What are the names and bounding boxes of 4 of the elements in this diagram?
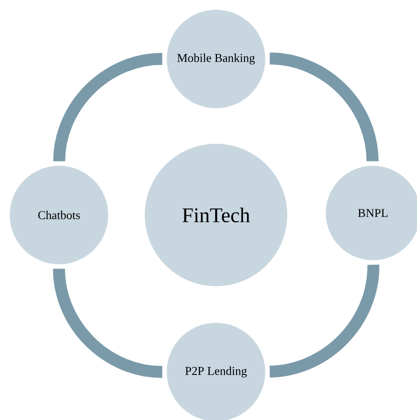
ring-arc <box>53 268 163 378</box>
ring-arc <box>269 52 379 162</box>
ring-arc <box>53 52 163 162</box>
ring-arc <box>269 264 380 378</box>
